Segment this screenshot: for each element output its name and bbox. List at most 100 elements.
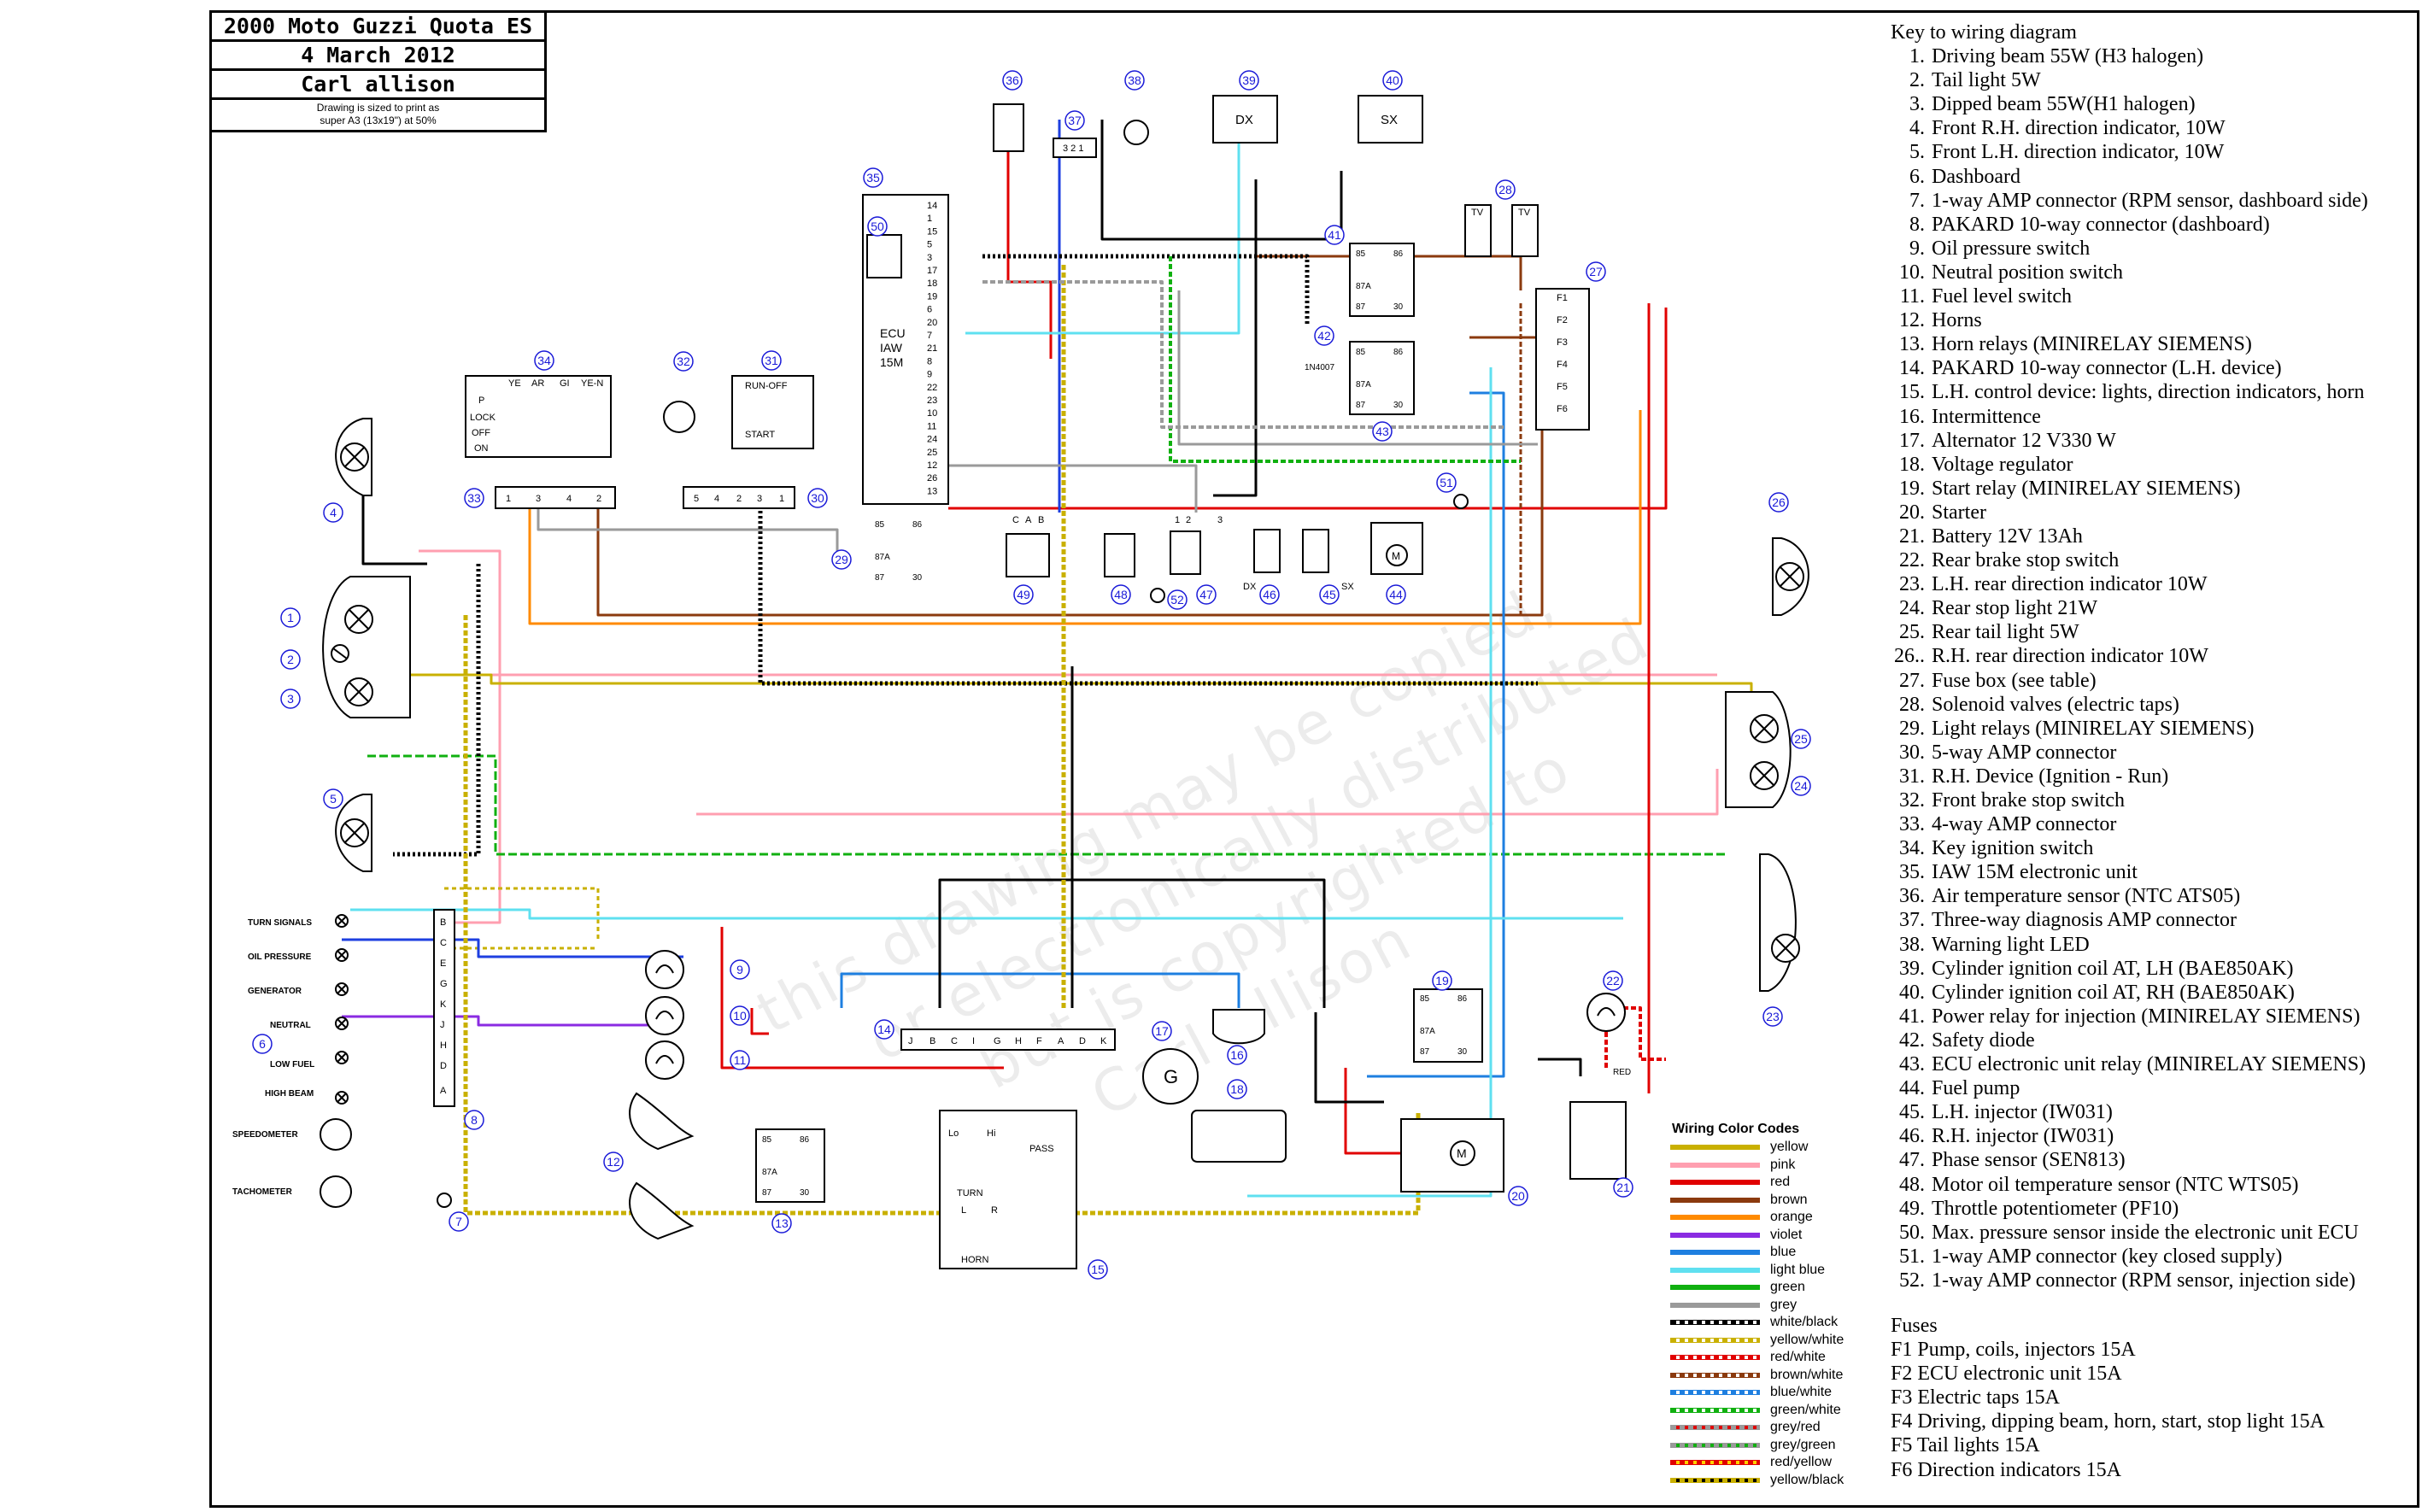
callout-number: 11 bbox=[734, 1053, 747, 1067]
key-item-number: 21. bbox=[1899, 525, 1925, 548]
key-item-number: 22. bbox=[1899, 549, 1925, 572]
fuses-title: Fuses bbox=[1891, 1314, 1938, 1337]
key-item-number: 25. bbox=[1899, 621, 1925, 644]
callout-50: 50 bbox=[867, 216, 888, 237]
ecu-pin-label: 5 bbox=[927, 240, 932, 250]
legend-name: grey/red bbox=[1770, 1420, 1821, 1435]
ecu-pin-label: 23 bbox=[927, 396, 937, 406]
legend-swatch bbox=[1670, 1372, 1760, 1378]
relay-pin-label: 87 bbox=[1356, 401, 1366, 410]
key-item-text: Three-way diagnosis AMP connector bbox=[1932, 909, 2237, 932]
ecu-label: 15M bbox=[880, 355, 903, 369]
pin-label: 4 bbox=[714, 494, 719, 504]
key-item-text: L.H. rear direction indicator 10W bbox=[1932, 573, 2208, 596]
callout-8: 8 bbox=[464, 1110, 484, 1130]
key-item: 24.Rear stop light 21W bbox=[1891, 596, 2416, 620]
key-items: 1.Driving beam 55W (H3 halogen)2.Tail li… bbox=[1891, 44, 2416, 1292]
wire-lightblue bbox=[965, 120, 1240, 335]
key-item: 32.Front brake stop switch bbox=[1891, 788, 2416, 812]
relay-pin-label: 85 bbox=[1356, 348, 1366, 357]
key-item-number: 7. bbox=[1909, 189, 1925, 212]
power-relay-injection bbox=[1349, 243, 1415, 317]
callout-24: 24 bbox=[1791, 776, 1811, 796]
fuse-item: F2 ECU electronic unit 15A bbox=[1891, 1363, 2122, 1386]
callout-21: 21 bbox=[1613, 1177, 1633, 1198]
key-item-number: 35. bbox=[1899, 861, 1925, 884]
fuse-label: F2 bbox=[1557, 315, 1568, 325]
callout-number: 38 bbox=[1128, 73, 1141, 87]
legend-name: red/yellow bbox=[1770, 1455, 1833, 1470]
fuse-label: F3 bbox=[1557, 337, 1568, 348]
relay-pin-label: 87A bbox=[875, 553, 890, 562]
four-way-connector bbox=[495, 486, 616, 509]
callout-15: 15 bbox=[1088, 1259, 1108, 1280]
key-item-text: 1-way AMP connector (RPM sensor, dashboa… bbox=[1932, 189, 2368, 212]
relay-pin-label: 87A bbox=[1356, 282, 1371, 291]
key-item: 11.Fuel level switch bbox=[1891, 284, 2416, 308]
legend-name: yellow/white bbox=[1770, 1332, 1844, 1347]
ecu-pin-label: 13 bbox=[927, 486, 937, 496]
starter-motor-letter: M bbox=[1457, 1146, 1467, 1160]
phase-pin: 1 bbox=[1175, 515, 1180, 525]
pin-label: J bbox=[440, 1020, 445, 1030]
key-item-text: Rear stop light 21W bbox=[1932, 597, 2097, 620]
rh-device-label: START bbox=[745, 430, 775, 440]
legend-item: white/black bbox=[1670, 1314, 1844, 1332]
legend-name: green bbox=[1770, 1280, 1805, 1295]
key-item-number: 41. bbox=[1899, 1005, 1925, 1028]
horn-relay bbox=[755, 1128, 825, 1203]
ecu-pin-label: 1 bbox=[927, 214, 932, 224]
legend-item: blue/white bbox=[1670, 1384, 1844, 1402]
lh-device-label: PASS bbox=[1029, 1144, 1054, 1154]
legend-swatch bbox=[1670, 1285, 1760, 1291]
coil-label: SX bbox=[1381, 113, 1398, 127]
ecu-pin-label: 11 bbox=[927, 421, 936, 431]
lh-injector bbox=[1302, 529, 1329, 573]
pin-label: G bbox=[440, 979, 448, 989]
callout-6: 6 bbox=[252, 1034, 273, 1054]
pin-label: 3 bbox=[757, 494, 762, 504]
key-item-number: 39. bbox=[1899, 957, 1925, 980]
callout-number: 15 bbox=[1091, 1263, 1105, 1276]
key-item-number: 15. bbox=[1899, 381, 1925, 404]
key-item-number: 44. bbox=[1899, 1077, 1925, 1100]
key-item-text: PAKARD 10-way connector (L.H. device) bbox=[1932, 357, 2282, 380]
key-item-text: Cylinder ignition coil AT, LH (BAE850AK) bbox=[1932, 957, 2294, 980]
key-item: 30.5-way AMP connector bbox=[1891, 741, 2416, 765]
key-item-number: 37. bbox=[1899, 909, 1925, 932]
key-item: 23.L.H. rear direction indicator 10W bbox=[1891, 572, 2416, 596]
key-item-text: R.H. rear direction indicator 10W bbox=[1932, 645, 2208, 668]
callout-number: 4 bbox=[330, 506, 337, 519]
legend-item: red/white bbox=[1670, 1349, 1844, 1367]
legend-swatch bbox=[1670, 1162, 1760, 1168]
callout-number: 41 bbox=[1328, 228, 1341, 242]
legend-item: red bbox=[1670, 1174, 1844, 1192]
callout-51: 51 bbox=[1436, 472, 1457, 493]
pin-label: B bbox=[930, 1036, 935, 1046]
wire-red bbox=[948, 308, 1668, 510]
callout-number: 9 bbox=[736, 963, 743, 976]
phase-pin: 2 bbox=[1186, 515, 1191, 525]
callout-45: 45 bbox=[1319, 584, 1340, 605]
legend-item: blue bbox=[1670, 1244, 1844, 1262]
pakard-connector-dashboard bbox=[433, 909, 455, 1107]
legend-swatch bbox=[1670, 1425, 1760, 1431]
rear-lh-indicator bbox=[1759, 853, 1800, 992]
callout-52: 52 bbox=[1167, 589, 1188, 610]
wire-blue bbox=[342, 938, 683, 958]
relay-pin-label: 87 bbox=[875, 573, 885, 583]
legend-name: light blue bbox=[1770, 1262, 1826, 1277]
dashboard-lamps bbox=[320, 914, 352, 1208]
callout-32: 32 bbox=[673, 351, 694, 372]
lh-device-label: R bbox=[991, 1205, 998, 1216]
key-item-text: 5-way AMP connector bbox=[1932, 741, 2117, 764]
callout-number: 51 bbox=[1440, 476, 1453, 489]
ecu-pin-label: 20 bbox=[927, 318, 937, 328]
phase-sensor bbox=[1170, 530, 1201, 575]
wire-blue bbox=[1367, 391, 1505, 1078]
drawing-author: Carl allison bbox=[212, 71, 544, 100]
legend-item: red/yellow bbox=[1670, 1454, 1844, 1472]
key-item: 50.Max. pressure sensor inside the elect… bbox=[1891, 1221, 2416, 1245]
